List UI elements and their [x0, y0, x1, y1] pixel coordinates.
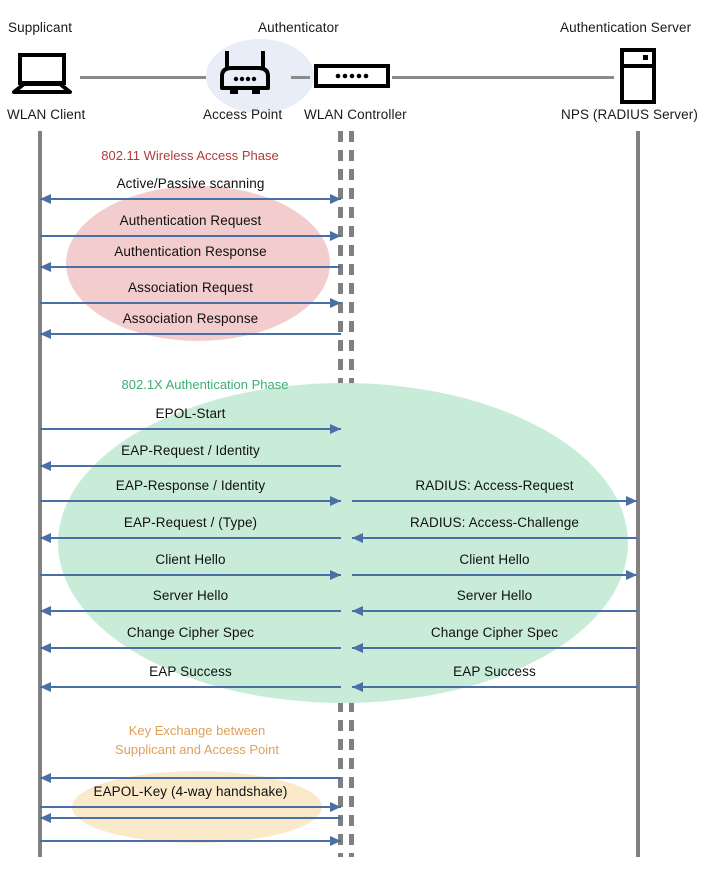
message-line — [352, 574, 637, 576]
message-line — [40, 500, 341, 502]
lifeline-supplicant — [38, 131, 42, 857]
laptop-icon — [10, 52, 76, 96]
message-line — [40, 817, 341, 819]
arrowhead-left-icon — [40, 643, 51, 653]
message-line — [352, 686, 637, 688]
message-line — [40, 537, 341, 539]
wire-controller-to-server — [392, 76, 614, 79]
message-line — [40, 686, 341, 688]
message-line — [40, 465, 341, 467]
message-line — [352, 537, 637, 539]
arrowhead-left-icon — [40, 329, 51, 339]
message-line — [40, 840, 341, 842]
message-line — [40, 235, 341, 237]
message-line — [40, 574, 341, 576]
message-label: EAP-Request / (Type) — [123, 515, 258, 530]
arrowhead-left-icon — [40, 262, 51, 272]
arrowhead-left-icon — [40, 813, 51, 823]
arrowhead-left-icon — [40, 194, 51, 204]
message-label: Client Hello — [155, 552, 226, 567]
message-label: EPOL-Start — [155, 406, 226, 421]
message-label: EAP-Request / Identity — [121, 443, 260, 458]
message-line — [352, 610, 637, 612]
actor-name-wlan-controller: WLAN Controller — [304, 107, 407, 122]
wire-client-to-ap — [80, 76, 206, 79]
phase-label-key-exchange-line1: Key Exchange between — [128, 723, 266, 738]
message-line — [40, 647, 341, 649]
arrowhead-right-icon — [330, 836, 341, 846]
message-label: EAP Success — [149, 664, 232, 679]
arrowhead-right-icon — [330, 496, 341, 506]
message-label: EAP-Response / Identity — [115, 478, 266, 493]
wire-ap-to-controller — [291, 76, 310, 79]
message-line — [40, 428, 341, 430]
message-label: Client Hello — [459, 552, 530, 567]
arrowhead-left-icon — [40, 461, 51, 471]
message-label: Authentication Response — [114, 244, 267, 259]
arrowhead-left-icon — [352, 682, 363, 692]
message-line — [40, 333, 341, 335]
arrowhead-right-icon — [330, 802, 341, 812]
message-label: Association Response — [122, 311, 259, 326]
message-label: Association Request — [128, 280, 253, 295]
actor-name-access-point: Access Point — [203, 107, 283, 122]
message-label: Change Cipher Spec — [430, 625, 559, 640]
phase-label-wireless-access-text: 802.11 Wireless Access Phase — [101, 148, 279, 163]
arrowhead-left-icon — [40, 606, 51, 616]
arrowhead-right-icon — [330, 194, 341, 204]
actor-role-supplicant: Supplicant — [8, 20, 73, 35]
access-point-icon — [214, 48, 276, 96]
phase-label-key-exchange-line2: Supplicant and Access Point — [114, 742, 280, 757]
message-label: Active/Passive scanning — [116, 176, 265, 191]
arrowhead-right-icon — [626, 496, 637, 506]
message-label: Server Hello — [152, 588, 229, 603]
actor-name-nps-radius-server: NPS (RADIUS Server) — [561, 107, 698, 122]
arrowhead-right-icon — [330, 231, 341, 241]
arrowhead-right-icon — [626, 570, 637, 580]
arrowhead-left-icon — [352, 643, 363, 653]
phase-blob-dot1x-auth — [58, 383, 628, 703]
arrowhead-right-icon — [330, 298, 341, 308]
message-label: Authentication Request — [119, 213, 262, 228]
arrowhead-right-icon — [330, 424, 341, 434]
arrowhead-right-icon — [330, 570, 341, 580]
phase-label-wireless-access: 802.11 Wireless Access Phase — [60, 146, 320, 165]
phase-label-dot1x-auth-text: 802.1X Authentication Phase — [121, 377, 289, 392]
message-label: RADIUS: Access-Request — [415, 478, 574, 493]
lifeline-authentication-server — [636, 131, 640, 857]
message-line — [40, 266, 341, 268]
arrowhead-left-icon — [40, 773, 51, 783]
message-label: EAPOL-Key (4-way handshake) — [93, 784, 288, 799]
phase-blob-wireless-access — [66, 186, 330, 341]
wlan-controller-icon — [313, 62, 391, 90]
arrowhead-left-icon — [40, 533, 51, 543]
arrowhead-left-icon — [352, 533, 363, 543]
arrowhead-left-icon — [352, 606, 363, 616]
message-label: Server Hello — [456, 588, 533, 603]
message-label: RADIUS: Access-Challenge — [410, 515, 579, 530]
arrowhead-left-icon — [40, 682, 51, 692]
message-line — [40, 198, 341, 200]
phase-label-key-exchange: Key Exchange between Supplicant and Acce… — [67, 721, 327, 759]
actor-name-wlan-client: WLAN Client — [7, 107, 86, 122]
phase-label-dot1x-auth: 802.1X Authentication Phase — [75, 375, 335, 394]
message-line — [40, 302, 341, 304]
message-label: Change Cipher Spec — [126, 625, 255, 640]
message-line — [352, 500, 637, 502]
message-label: EAP Success — [453, 664, 536, 679]
message-line — [40, 610, 341, 612]
message-line — [40, 777, 341, 779]
actor-role-authenticator: Authenticator — [258, 20, 339, 35]
message-line — [40, 806, 341, 808]
server-icon — [618, 48, 658, 104]
message-line — [352, 647, 637, 649]
actor-role-authentication-server: Authentication Server — [560, 20, 692, 35]
